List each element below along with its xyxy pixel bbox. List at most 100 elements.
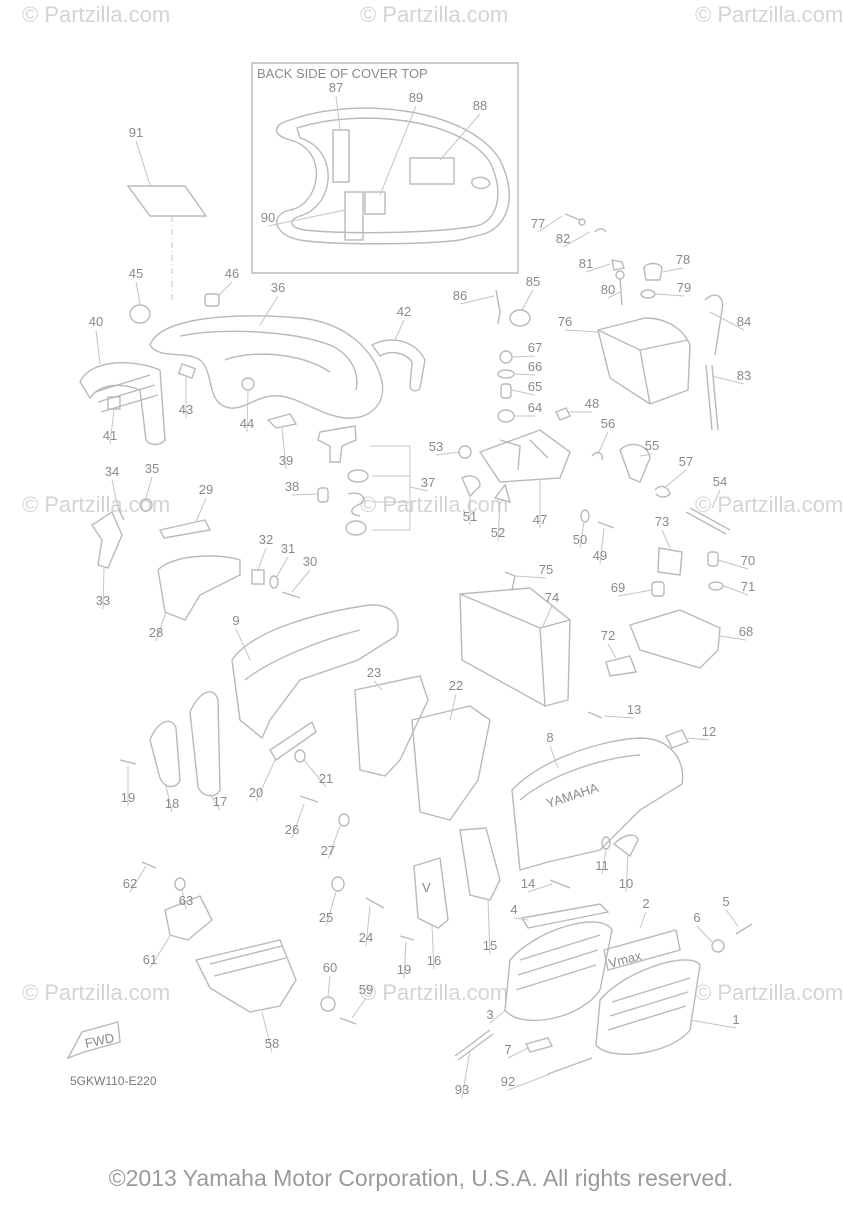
part-68-bracket [629, 609, 721, 669]
callout-c28: 28 [149, 625, 163, 640]
callout-c5: 5 [722, 894, 729, 909]
part-5-bolt [735, 923, 753, 935]
callout-c29: 29 [199, 482, 213, 497]
part-34-bolt [117, 507, 125, 521]
callout-c12: 12 [702, 724, 716, 739]
callout-c21: 21 [319, 771, 333, 786]
inset-frame [251, 62, 519, 274]
part-59-bolt [339, 1017, 357, 1025]
leader-c28 [155, 611, 167, 642]
watermark-group: © Partzilla.com © Partzilla.com © Partzi… [22, 2, 843, 1005]
part-58-bracket [194, 939, 297, 1013]
badge-vmax: Vmax [607, 948, 643, 971]
part-20-rail [269, 720, 317, 762]
part-3-side-cover [504, 921, 613, 1022]
leader-c14 [527, 883, 553, 893]
part-91-sheet [126, 185, 208, 217]
callout-c4: 4 [510, 902, 517, 917]
drawing-code: 5GKW110-E220 [70, 1074, 157, 1088]
upper-right-assembly [495, 213, 724, 431]
badge-yamaha: YAMAHA [544, 780, 600, 811]
part-44-nut [241, 377, 255, 391]
part-31-washer [269, 575, 279, 589]
leader-c86 [459, 295, 495, 305]
part-16-panel [413, 857, 449, 929]
callout-c23: 23 [367, 665, 381, 680]
callout-c46: 46 [225, 266, 239, 281]
callout-c63: 63 [179, 893, 193, 908]
leader-c22 [449, 693, 457, 721]
leader-c38 [291, 493, 319, 496]
callout-c66: 66 [528, 359, 542, 374]
watermark-top-right: © Partzilla.com [695, 2, 843, 27]
leader-c68 [719, 635, 747, 641]
part-38-bolt [317, 487, 329, 503]
leader-c59 [351, 997, 367, 1019]
part-66-washer [497, 369, 515, 379]
leader-c5 [725, 909, 739, 927]
leader-c40 [95, 329, 101, 365]
callout-c65: 65 [528, 379, 542, 394]
leader-c3 [489, 1009, 507, 1024]
callout-c40: 40 [89, 314, 103, 329]
leader-c33 [102, 567, 105, 610]
fwd-arrow-shape [66, 1021, 121, 1060]
callout-c83: 83 [737, 368, 751, 383]
part-1-side-cover [595, 959, 701, 1056]
part-28-cover [157, 555, 241, 621]
leader-c65 [511, 389, 536, 396]
part-43-clip [177, 363, 197, 379]
callout-c19a: 19 [121, 790, 135, 805]
leader-c63 [181, 889, 187, 910]
leader-c54 [711, 489, 721, 509]
callout-c47: 47 [533, 512, 547, 527]
fwd-arrow-label: FWD [84, 1030, 116, 1051]
callout-c8: 8 [546, 730, 553, 745]
part-80-bolt [619, 277, 623, 306]
callout-c41: 41 [103, 428, 117, 443]
leader-c57 [663, 469, 687, 489]
leader-c26 [291, 803, 305, 839]
callout-c88: 88 [473, 98, 487, 113]
callout-c25: 25 [319, 910, 333, 925]
part-77-pin [564, 213, 581, 221]
callout-c18: 18 [165, 796, 179, 811]
inset-back-side-cover-top: BACK SIDE OF COVER TOP [251, 62, 519, 274]
leader-c85 [521, 289, 534, 311]
part-75-bolt [504, 571, 516, 591]
part-63-washer [174, 877, 186, 891]
leader-c24 [365, 905, 371, 947]
part-48-clip [555, 407, 571, 421]
leader-c56 [597, 431, 609, 455]
leader-c27 [327, 825, 341, 860]
part-15-panel [459, 827, 501, 901]
leader-c75 [515, 575, 547, 579]
part-8-right-cover [511, 737, 684, 871]
part-23-panel [354, 675, 429, 777]
watermark-mid-right: © Partzilla.com [695, 492, 843, 517]
part-41-bolt [107, 396, 121, 410]
part-84-hose [704, 294, 724, 356]
part-65-collar [500, 383, 512, 399]
callout-c87: 87 [329, 80, 343, 95]
callout-c45: 45 [129, 266, 143, 281]
part-85-damper [509, 309, 531, 327]
part-46-grommet [204, 293, 220, 307]
callout-c31: 31 [281, 541, 295, 556]
leader-c11 [601, 849, 607, 875]
leader-c76 [564, 329, 599, 333]
callout-c85: 85 [526, 274, 540, 289]
part-74-battery-box [459, 587, 571, 707]
watermark-top-center: © Partzilla.com [360, 2, 508, 27]
leader-c72 [607, 643, 617, 659]
part-18-panel [149, 720, 181, 788]
callout-c64: 64 [528, 400, 542, 415]
leader-c45 [135, 281, 141, 305]
callout-c77: 77 [531, 216, 545, 231]
label-90-shape [344, 191, 364, 241]
leader-c25 [325, 891, 337, 927]
callout-c70: 70 [741, 553, 755, 568]
leader-c52 [497, 501, 501, 542]
lower-bracket-assembly [141, 861, 357, 1025]
